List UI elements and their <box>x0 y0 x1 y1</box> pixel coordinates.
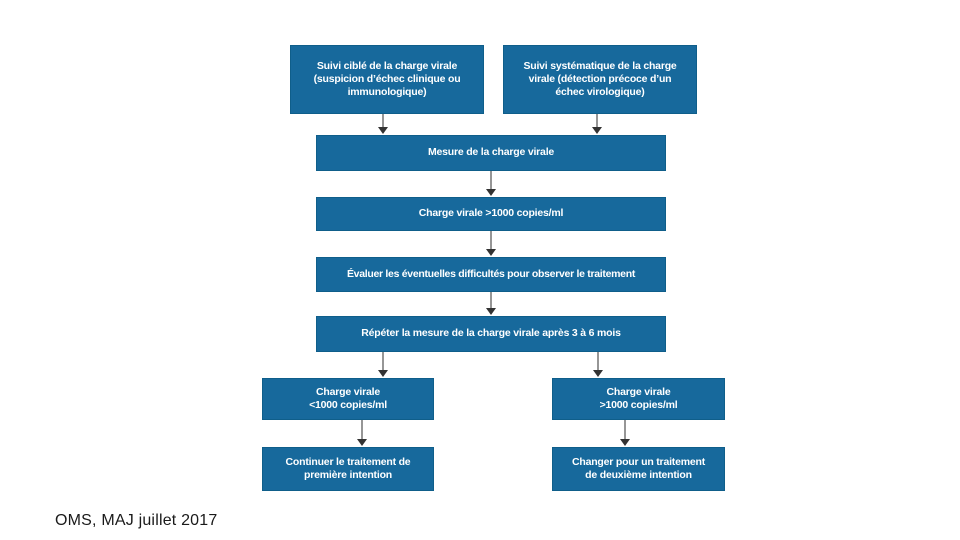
arrow-cv-inf-1000-to-continuer <box>357 420 367 446</box>
node-charge-virale-sup-1000: Charge virale >1000 copies/ml <box>316 197 666 231</box>
node-mesure-charge-virale: Mesure de la charge virale <box>316 135 666 171</box>
node-charge-virale-inf-1000-label: Charge virale <1000 copies/ml <box>309 385 387 411</box>
node-changer-traitement: Changer pour un traitement de deuxième i… <box>552 447 725 491</box>
node-changer-traitement-label: Changer pour un traitement de deuxième i… <box>571 455 706 481</box>
node-repeter-mesure-label: Répéter la mesure de la charge virale ap… <box>361 327 621 340</box>
arrow-evaluer-to-repeter <box>486 292 496 315</box>
arrow-repeter-to-cv-sup-1000-bis <box>593 352 603 377</box>
arrow-mesure-to-cv-sup-1000 <box>486 171 496 196</box>
arrow-suivi-systematique-to-mesure <box>592 114 602 134</box>
node-mesure-charge-virale-label: Mesure de la charge virale <box>427 146 555 159</box>
node-repeter-mesure: Répéter la mesure de la charge virale ap… <box>316 316 666 352</box>
node-continuer-traitement: Continuer le traitement de première inte… <box>262 447 434 491</box>
source-caption: OMS, MAJ juillet 2017 <box>55 512 218 529</box>
arrow-repeter-to-cv-inf-1000 <box>378 352 388 377</box>
arrow-cv-sup-1000-bis-to-changer <box>620 420 630 446</box>
node-charge-virale-sup-1000-bis: Charge virale >1000 copies/ml <box>552 378 725 420</box>
arrow-cv-sup-1000-to-evaluer <box>486 231 496 256</box>
node-charge-virale-inf-1000: Charge virale <1000 copies/ml <box>262 378 434 420</box>
node-charge-virale-sup-1000-label: Charge virale >1000 copies/ml <box>418 207 564 220</box>
node-charge-virale-sup-1000-bis-label: Charge virale >1000 copies/ml <box>599 385 678 411</box>
node-suivi-systematique-label: Suivi systématique de la charge virale (… <box>523 59 677 99</box>
node-suivi-systematique: Suivi systématique de la charge virale (… <box>503 45 697 114</box>
node-suivi-cible: Suivi ciblé de la charge virale (suspici… <box>290 45 484 114</box>
node-evaluer-difficultes: Évaluer les éventuelles difficultés pour… <box>316 257 666 292</box>
node-evaluer-difficultes-label: Évaluer les éventuelles difficultés pour… <box>346 267 636 280</box>
arrow-suivi-cible-to-mesure <box>378 114 388 134</box>
node-continuer-traitement-label: Continuer le traitement de première inte… <box>285 455 411 481</box>
node-suivi-cible-label: Suivi ciblé de la charge virale (suspici… <box>313 59 461 99</box>
